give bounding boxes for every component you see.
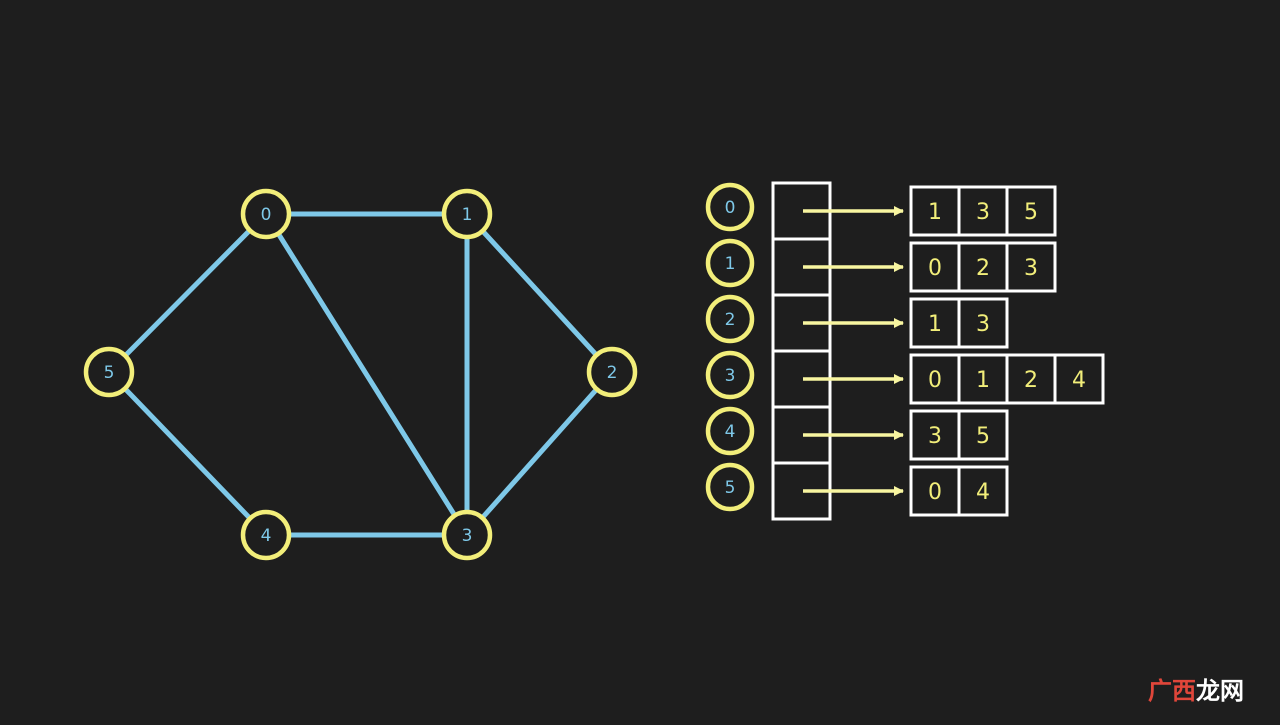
neighbor-cell: 1 bbox=[909, 297, 961, 349]
index-circle bbox=[705, 294, 755, 344]
index-label: 4 bbox=[725, 422, 736, 442]
graph-node-2: 2 bbox=[586, 346, 638, 398]
node-circle bbox=[83, 346, 135, 398]
watermark-part1: 广西 bbox=[1148, 677, 1196, 705]
adjacency-row-0: 0 1 3 5 bbox=[705, 181, 1057, 241]
svg-text:广西龙网: 广西龙网 bbox=[1148, 677, 1244, 705]
adjacency-row-5: 5 0 4 bbox=[705, 461, 1009, 521]
neighbor-cell-label: 3 bbox=[976, 312, 990, 337]
edge-4-5 bbox=[106, 369, 269, 538]
neighbor-cell-label: 5 bbox=[1024, 200, 1038, 225]
graph-node-4: 4 bbox=[240, 509, 292, 561]
neighbor-cell-box bbox=[957, 409, 1009, 461]
neighbor-cell-label: 1 bbox=[976, 368, 990, 393]
neighbor-cell: 0 bbox=[909, 353, 961, 405]
node-label: 4 bbox=[261, 526, 272, 546]
node-label: 0 bbox=[261, 205, 272, 225]
neighbor-cell-box bbox=[1005, 185, 1057, 237]
neighbor-cell-label: 4 bbox=[976, 480, 990, 505]
watermark: 广西龙网 bbox=[1148, 677, 1244, 705]
index-circle bbox=[705, 350, 755, 400]
index-label: 5 bbox=[725, 478, 736, 498]
neighbor-cell: 1 bbox=[957, 353, 1009, 405]
neighbor-cell: 4 bbox=[1053, 353, 1105, 405]
adjacency-row-3: 3 0 1 2 4 bbox=[705, 349, 1105, 409]
index-label: 2 bbox=[725, 310, 736, 330]
neighbor-cell: 5 bbox=[1005, 185, 1057, 237]
neighbor-cell: 3 bbox=[957, 185, 1009, 237]
graph-node-5: 5 bbox=[83, 346, 135, 398]
node-label: 5 bbox=[104, 363, 115, 383]
neighbor-cell-label: 1 bbox=[928, 200, 942, 225]
neighbor-cell: 0 bbox=[909, 241, 961, 293]
graph-edges bbox=[106, 211, 615, 538]
neighbor-cell-label: 3 bbox=[1024, 256, 1038, 281]
node-circle bbox=[586, 346, 638, 398]
edge-1-2 bbox=[464, 211, 615, 375]
edge-0-3 bbox=[263, 211, 470, 538]
neighbor-cell: 5 bbox=[957, 409, 1009, 461]
node-label: 3 bbox=[462, 526, 473, 546]
neighbor-cell: 3 bbox=[1005, 241, 1057, 293]
neighbor-cell: 3 bbox=[957, 297, 1009, 349]
neighbor-cell-box bbox=[957, 465, 1009, 517]
neighbor-cell-box bbox=[1005, 241, 1057, 293]
neighbor-cell-label: 2 bbox=[976, 256, 990, 281]
neighbor-cell: 1 bbox=[909, 185, 961, 237]
node-circle bbox=[240, 509, 292, 561]
index-label: 3 bbox=[725, 366, 736, 386]
adjacency-row-2: 2 1 3 bbox=[705, 293, 1009, 353]
neighbor-cell-label: 0 bbox=[928, 480, 942, 505]
neighbor-cell: 0 bbox=[909, 465, 961, 517]
edge-0-5 bbox=[106, 211, 269, 375]
adjacency-row-4: 4 3 5 bbox=[705, 405, 1009, 465]
neighbor-cell-label: 5 bbox=[976, 424, 990, 449]
graph-node-0: 0 bbox=[240, 188, 292, 240]
node-circle bbox=[441, 509, 493, 561]
neighbor-cell-label: 2 bbox=[1024, 368, 1038, 393]
graph-node-1: 1 bbox=[441, 188, 493, 240]
edge-2-3 bbox=[464, 369, 615, 538]
neighbor-cell-label: 1 bbox=[928, 312, 942, 337]
adjacency-list: 0 1 3 5 1 0 2 3 2 1 3 3 0 1 2 4 4 3 5 5 0 4 bbox=[705, 181, 1105, 521]
graph-nodes: 0 1 2 3 4 5 bbox=[83, 188, 638, 561]
neighbor-cell: 2 bbox=[957, 241, 1009, 293]
graph-node-3: 3 bbox=[441, 509, 493, 561]
neighbor-cell-box bbox=[1053, 353, 1105, 405]
node-label: 1 bbox=[462, 205, 473, 225]
neighbor-cell: 4 bbox=[957, 465, 1009, 517]
neighbor-cell-label: 0 bbox=[928, 368, 942, 393]
node-label: 2 bbox=[607, 363, 618, 383]
index-circle bbox=[705, 462, 755, 512]
node-circle bbox=[240, 188, 292, 240]
watermark-part2: 龙网 bbox=[1196, 677, 1244, 705]
neighbor-cell-label: 3 bbox=[928, 424, 942, 449]
neighbor-cell-label: 4 bbox=[1072, 368, 1086, 393]
index-label: 0 bbox=[725, 198, 736, 218]
index-circle bbox=[705, 238, 755, 288]
adjacency-row-1: 1 0 2 3 bbox=[705, 237, 1057, 297]
neighbor-cell-label: 3 bbox=[976, 200, 990, 225]
neighbor-cell-label: 0 bbox=[928, 256, 942, 281]
neighbor-cell: 3 bbox=[909, 409, 961, 461]
node-circle bbox=[441, 188, 493, 240]
neighbor-cell: 2 bbox=[1005, 353, 1057, 405]
index-circle bbox=[705, 182, 755, 232]
neighbor-cell-box bbox=[957, 297, 1009, 349]
index-circle bbox=[705, 406, 755, 456]
index-label: 1 bbox=[725, 254, 736, 274]
